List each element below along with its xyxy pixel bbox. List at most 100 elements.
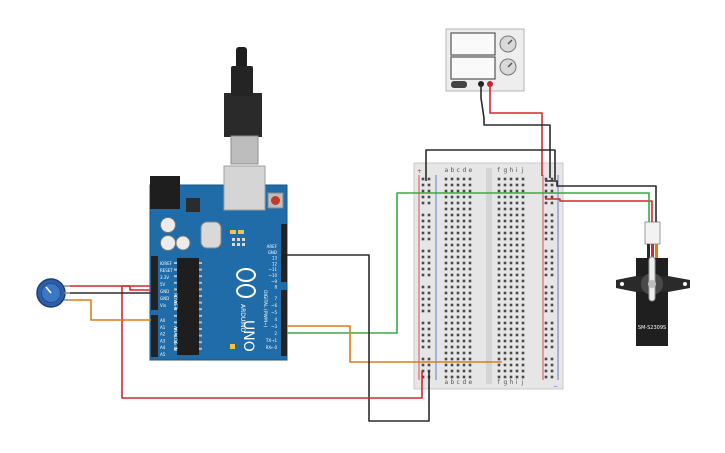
- breadboard-hole[interactable]: [497, 231, 501, 235]
- rail-hole[interactable]: [544, 255, 548, 259]
- breadboard-hole[interactable]: [509, 201, 513, 205]
- breadboard-hole[interactable]: [503, 195, 507, 199]
- breadboard-hole[interactable]: [503, 309, 507, 313]
- breadboard-hole[interactable]: [503, 177, 507, 181]
- rail-hole[interactable]: [427, 201, 431, 205]
- breadboard-hole[interactable]: [450, 375, 454, 379]
- breadboard-hole[interactable]: [509, 279, 513, 283]
- breadboard-hole[interactable]: [450, 339, 454, 343]
- rail-hole[interactable]: [550, 363, 554, 367]
- rail-hole[interactable]: [544, 357, 548, 361]
- breadboard-hole[interactable]: [509, 285, 513, 289]
- breadboard-hole[interactable]: [509, 255, 513, 259]
- rail-hole[interactable]: [550, 255, 554, 259]
- breadboard-hole[interactable]: [444, 189, 448, 193]
- breadboard-hole[interactable]: [468, 333, 472, 337]
- breadboard-hole[interactable]: [462, 363, 466, 367]
- breadboard-hole[interactable]: [462, 231, 466, 235]
- breadboard-hole[interactable]: [450, 225, 454, 229]
- breadboard-hole[interactable]: [521, 195, 525, 199]
- rail-hole[interactable]: [421, 369, 425, 373]
- breadboard-hole[interactable]: [456, 267, 460, 271]
- breadboard-hole[interactable]: [462, 303, 466, 307]
- breadboard-hole[interactable]: [521, 285, 525, 289]
- breadboard-hole[interactable]: [456, 333, 460, 337]
- breadboard-hole[interactable]: [521, 321, 525, 325]
- rail-hole[interactable]: [421, 261, 425, 265]
- breadboard-hole[interactable]: [456, 345, 460, 349]
- breadboard-hole[interactable]: [450, 177, 454, 181]
- breadboard-hole[interactable]: [450, 291, 454, 295]
- breadboard-hole[interactable]: [444, 297, 448, 301]
- breadboard-hole[interactable]: [462, 207, 466, 211]
- breadboard-hole[interactable]: [509, 339, 513, 343]
- breadboard-hole[interactable]: [462, 255, 466, 259]
- rail-hole[interactable]: [550, 357, 554, 361]
- rail-hole[interactable]: [544, 201, 548, 205]
- breadboard-hole[interactable]: [462, 309, 466, 313]
- breadboard-hole[interactable]: [468, 255, 472, 259]
- breadboard-hole[interactable]: [468, 183, 472, 187]
- breadboard-hole[interactable]: [450, 219, 454, 223]
- breadboard-hole[interactable]: [444, 327, 448, 331]
- wire-rail-ground-bridge[interactable]: [425, 149, 556, 181]
- breadboard-hole[interactable]: [503, 351, 507, 355]
- breadboard-hole[interactable]: [456, 369, 460, 373]
- wire-red-5v[interactable]: [121, 285, 423, 399]
- breadboard-hole[interactable]: [515, 213, 519, 217]
- breadboard-hole[interactable]: [456, 261, 460, 265]
- breadboard-hole[interactable]: [503, 237, 507, 241]
- breadboard-hole[interactable]: [509, 231, 513, 235]
- breadboard-hole[interactable]: [468, 279, 472, 283]
- breadboard-hole[interactable]: [468, 375, 472, 379]
- rail-hole[interactable]: [427, 225, 431, 229]
- breadboard-hole[interactable]: [503, 213, 507, 217]
- breadboard-hole[interactable]: [515, 279, 519, 283]
- rail-hole[interactable]: [427, 189, 431, 193]
- breadboard-hole[interactable]: [468, 177, 472, 181]
- breadboard-hole[interactable]: [521, 333, 525, 337]
- wire-black-gnd[interactable]: [287, 254, 430, 422]
- breadboard-hole[interactable]: [503, 189, 507, 193]
- breadboard-hole[interactable]: [450, 285, 454, 289]
- breadboard-hole[interactable]: [503, 279, 507, 283]
- breadboard-hole[interactable]: [468, 237, 472, 241]
- rail-hole[interactable]: [544, 195, 548, 199]
- breadboard-hole[interactable]: [509, 327, 513, 331]
- rail-hole[interactable]: [427, 339, 431, 343]
- breadboard-hole[interactable]: [462, 243, 466, 247]
- rail-hole[interactable]: [544, 339, 548, 343]
- breadboard-hole[interactable]: [515, 339, 519, 343]
- breadboard-hole[interactable]: [462, 237, 466, 241]
- breadboard-hole[interactable]: [515, 285, 519, 289]
- rail-hole[interactable]: [427, 327, 431, 331]
- rail-hole[interactable]: [421, 363, 425, 367]
- breadboard-hole[interactable]: [503, 339, 507, 343]
- rail-hole[interactable]: [421, 375, 425, 379]
- breadboard-hole[interactable]: [468, 363, 472, 367]
- breadboard-hole[interactable]: [468, 189, 472, 193]
- rail-hole[interactable]: [544, 249, 548, 253]
- breadboard-hole[interactable]: [456, 315, 460, 319]
- rail-hole[interactable]: [427, 213, 431, 217]
- breadboard-hole[interactable]: [456, 189, 460, 193]
- breadboard-hole[interactable]: [509, 309, 513, 313]
- breadboard-hole[interactable]: [509, 249, 513, 253]
- wire-psu-positive[interactable]: [489, 84, 543, 176]
- breadboard-hole[interactable]: [468, 195, 472, 199]
- breadboard-hole[interactable]: [521, 183, 525, 187]
- breadboard-hole[interactable]: [462, 273, 466, 277]
- breadboard-hole[interactable]: [497, 201, 501, 205]
- breadboard-hole[interactable]: [503, 231, 507, 235]
- breadboard-hole[interactable]: [444, 255, 448, 259]
- breadboard-hole[interactable]: [468, 309, 472, 313]
- digital-header-bottom[interactable]: [281, 290, 287, 356]
- breadboard-hole[interactable]: [462, 195, 466, 199]
- rail-hole[interactable]: [544, 303, 548, 307]
- breadboard-hole[interactable]: [497, 267, 501, 271]
- rail-hole[interactable]: [544, 291, 548, 295]
- breadboard-hole[interactable]: [444, 279, 448, 283]
- breadboard-hole[interactable]: [444, 363, 448, 367]
- breadboard-hole[interactable]: [444, 225, 448, 229]
- breadboard-hole[interactable]: [450, 345, 454, 349]
